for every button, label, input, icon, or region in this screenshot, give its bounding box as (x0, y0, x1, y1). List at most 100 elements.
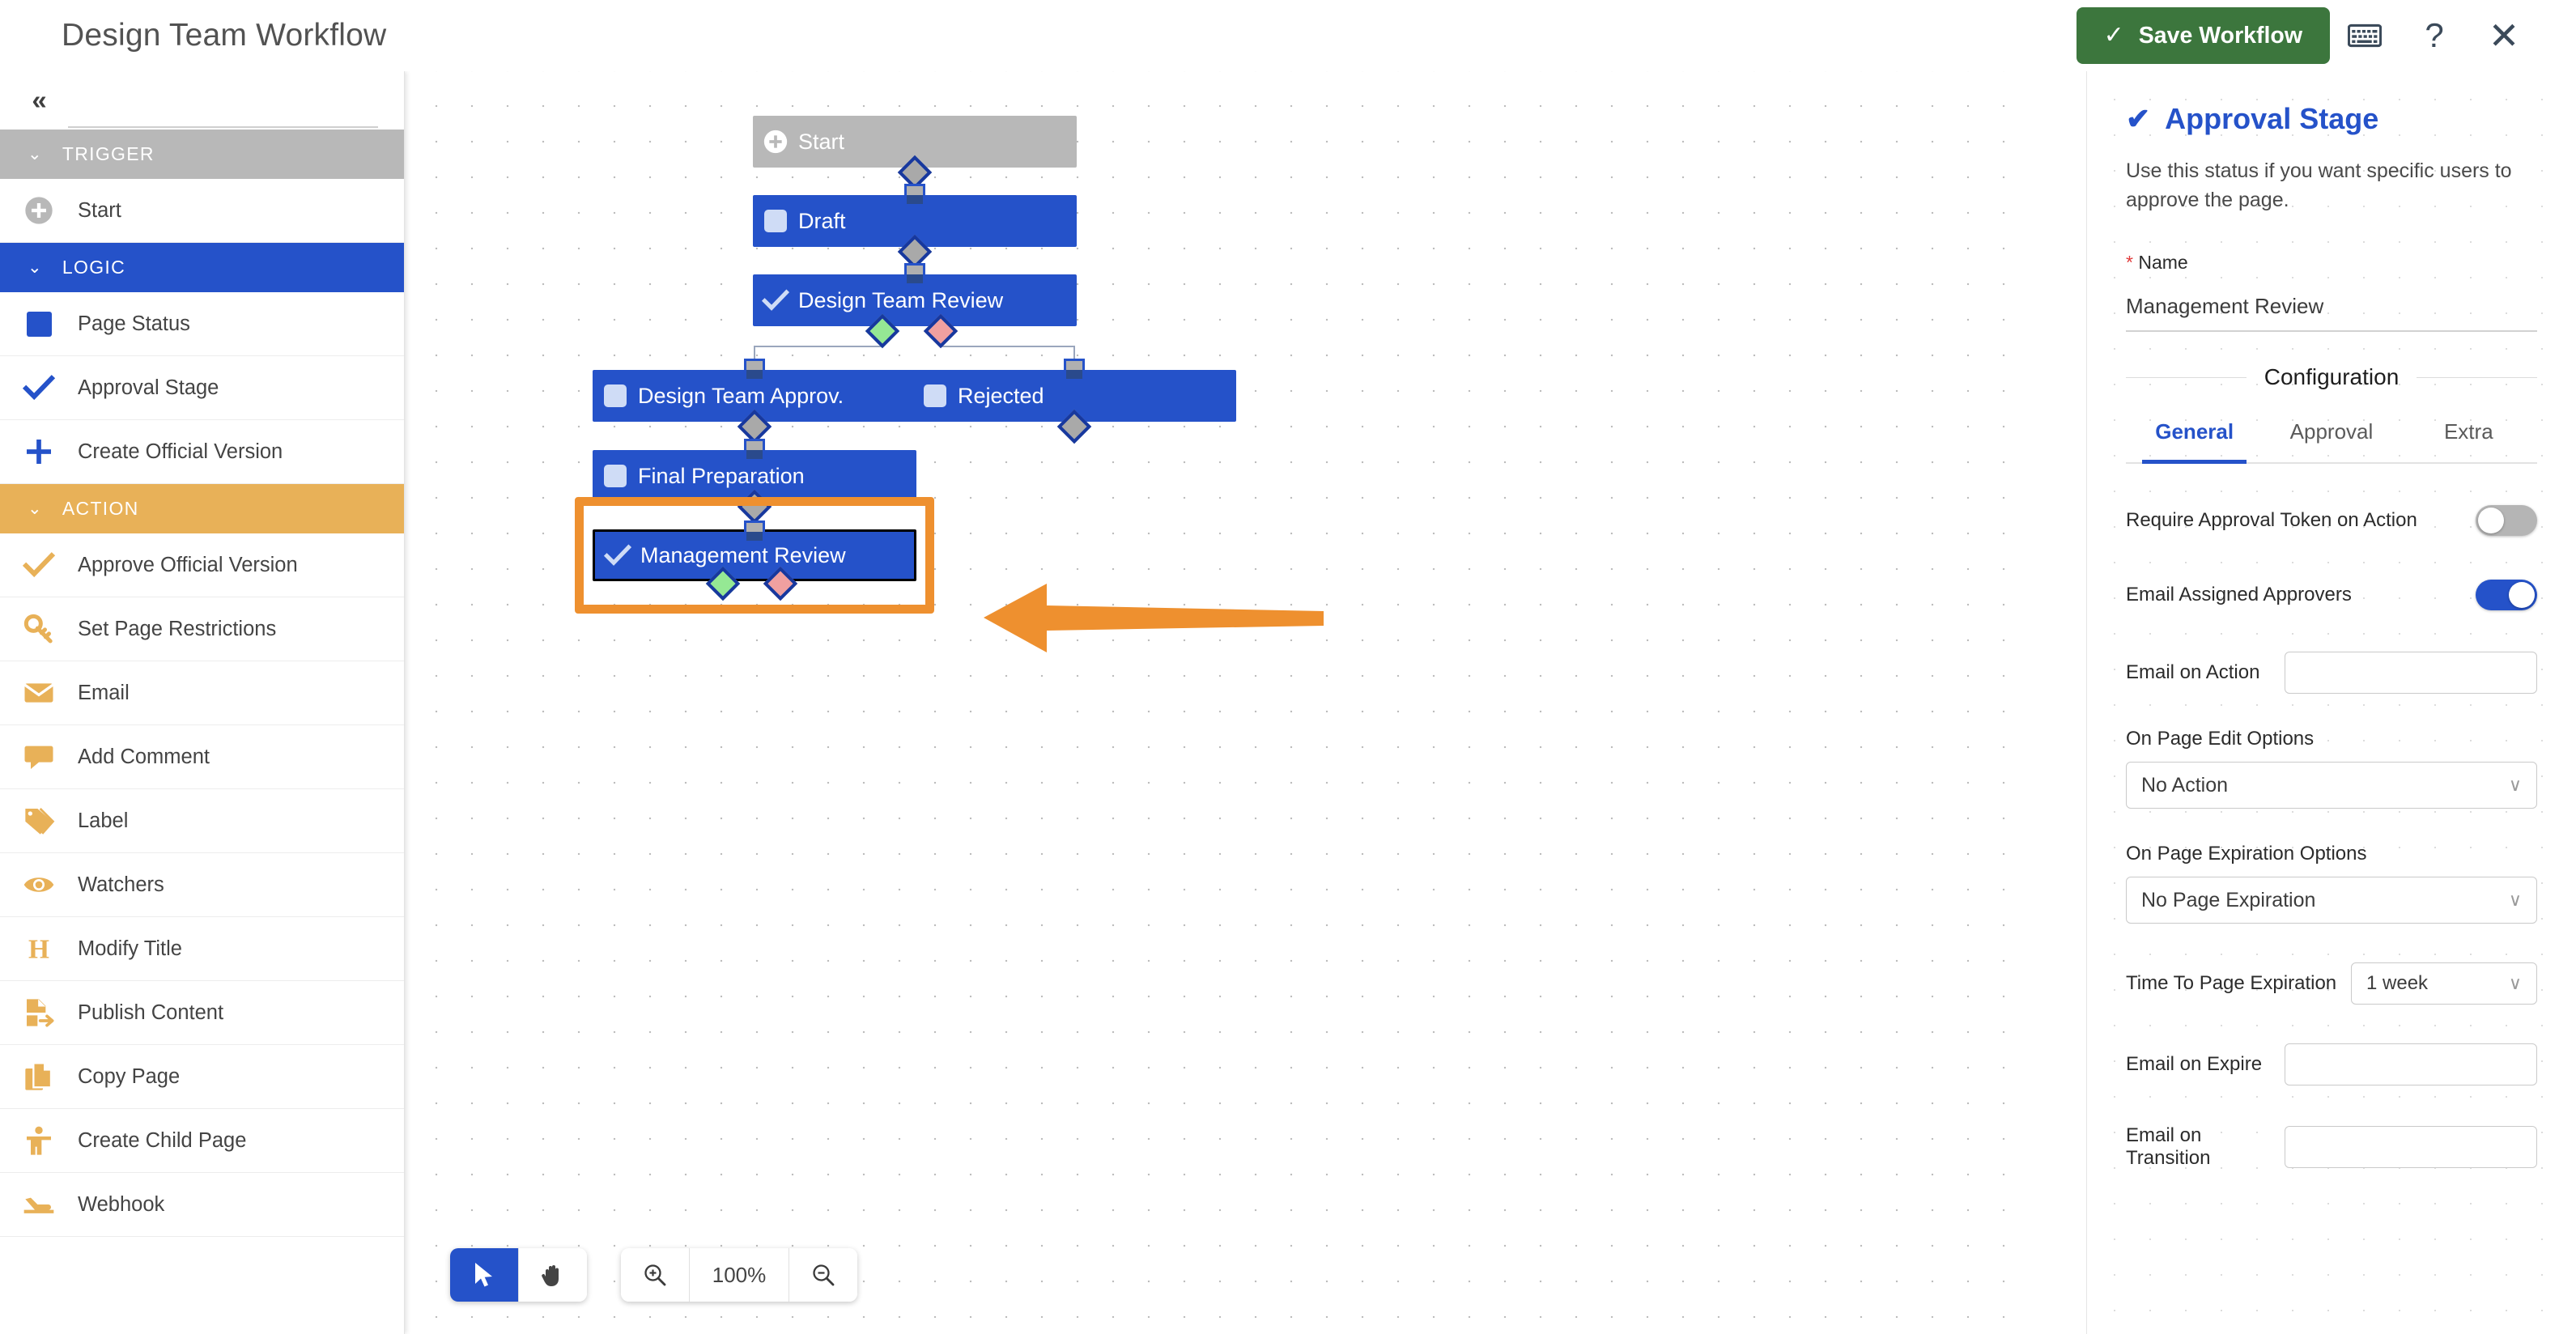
node-input-anchor[interactable] (904, 184, 925, 206)
workflow-node-mgmtrev[interactable]: Management Review (593, 520, 916, 601)
check-icon: ✔ (2126, 102, 2151, 135)
keyboard-shortcuts-button[interactable] (2330, 7, 2400, 64)
node-label: Final Preparation (638, 463, 805, 488)
workflow-node-start[interactable]: Start (753, 116, 1077, 190)
palette-group-logic[interactable]: ⌄LOGIC (0, 243, 404, 292)
email-on-expire-input[interactable] (2285, 1043, 2537, 1085)
on-page-edit-options-label: On Page Edit Options (2126, 728, 2315, 750)
palette-item-label: Approval Stage (78, 376, 219, 399)
top-bar: Design Team Workflow ✓ Save Workflow (0, 0, 2576, 71)
on-page-expiration-options-select[interactable]: No Page Expiration ∨ (2126, 877, 2537, 924)
node-input-anchor[interactable] (744, 359, 765, 381)
palette-item-copy-page[interactable]: Copy Page (0, 1045, 404, 1109)
palette-item-webhook[interactable]: Webhook (0, 1173, 404, 1237)
name-label-text: Name (2138, 252, 2188, 273)
node-input-anchor[interactable] (904, 263, 925, 286)
require-approval-token-toggle[interactable] (2476, 505, 2537, 536)
divider-right (2417, 376, 2537, 378)
workflow-node-dtapprov[interactable]: Design Team Approv. (593, 359, 916, 444)
palette-item-email[interactable]: Email (0, 661, 404, 725)
inspector-title: ✔ Approval Stage (2126, 102, 2537, 136)
pan-tool-button[interactable] (519, 1248, 587, 1302)
help-button[interactable]: ? (2400, 7, 2469, 64)
collapse-sidebar-button[interactable]: « (32, 85, 46, 115)
email-on-transition-input[interactable] (2285, 1126, 2537, 1168)
palette-item-publish-content[interactable]: Publish Content (0, 981, 404, 1045)
palette-group-action[interactable]: ⌄ACTION (0, 484, 404, 533)
palette-item-icon (0, 311, 78, 337)
zoom-level-label[interactable]: 100% (712, 1262, 767, 1287)
node-output-anchor-red[interactable] (763, 566, 797, 601)
close-button[interactable]: ✕ (2469, 7, 2539, 64)
time-to-page-expiration-select[interactable]: 1 week ∨ (2351, 962, 2537, 1005)
email-on-action-input[interactable] (2285, 652, 2537, 694)
configuration-heading: Configuration (2126, 364, 2537, 390)
palette-item-create-official-version[interactable]: Create Official Version (0, 420, 404, 484)
node-output-anchor-green[interactable] (705, 566, 740, 601)
check-icon (762, 289, 789, 311)
email-assigned-approvers-toggle[interactable] (2476, 580, 2537, 610)
workflow-node-dtreview[interactable]: Design Team Review (753, 263, 1077, 349)
palette-search-input[interactable] (68, 83, 378, 128)
zoom-out-button[interactable] (789, 1248, 857, 1302)
topbar-actions: ✓ Save Workflow ? ✕ (2076, 7, 2576, 64)
workflow-node-finalprep[interactable]: Final Preparation (593, 439, 916, 525)
palette-item-label: Page Status (78, 312, 190, 335)
node-input-anchor[interactable] (744, 439, 765, 461)
name-input[interactable] (2126, 282, 2537, 332)
email-on-expire-label: Email on Expire (2126, 1053, 2263, 1075)
node-output-anchor-grey[interactable] (737, 489, 772, 525)
workflow-node-draft[interactable]: Draft (753, 184, 1077, 270)
tab-approval[interactable]: Approval (2289, 419, 2374, 444)
palette-item-start[interactable]: Start (0, 179, 404, 243)
select-tool-button[interactable] (450, 1248, 518, 1302)
publish-icon (27, 999, 54, 1027)
palette-item-icon (0, 996, 78, 1029)
palette-item-page-status[interactable]: Page Status (0, 292, 404, 356)
zoom-in-button[interactable] (621, 1248, 689, 1302)
node-output-anchor-red[interactable] (923, 313, 959, 349)
palette-item-approve-official-version[interactable]: Approve Official Version (0, 533, 404, 597)
email-on-action-label: Email on Action (2126, 661, 2260, 683)
configuration-label: Configuration (2264, 364, 2400, 389)
palette-item-icon (0, 1124, 78, 1157)
toggle-knob (2478, 508, 2504, 533)
node-icon (593, 465, 638, 487)
require-approval-token-label: Require Approval Token on Action (2126, 509, 2417, 531)
hand-icon (542, 1265, 559, 1286)
tab-general[interactable]: General (2126, 419, 2263, 464)
configuration-tabs: General Approval Extra (2126, 419, 2537, 464)
palette-group-trigger[interactable]: ⌄TRIGGER (0, 130, 404, 179)
palette-item-set-page-restrictions[interactable]: Set Page Restrictions (0, 597, 404, 661)
palette-item-label: Set Page Restrictions (78, 617, 277, 640)
node-output-anchor-green[interactable] (865, 313, 900, 349)
inspector-title-text: Approval Stage (2165, 102, 2379, 135)
palette-item-label[interactable]: Label (0, 789, 404, 853)
envelope-icon (23, 683, 54, 703)
palette-item-add-comment[interactable]: Add Comment (0, 725, 404, 789)
email-on-expire-row: Email on Expire (2126, 1043, 2537, 1085)
chevron-down-icon: ∨ (2508, 973, 2522, 993)
comment-icon (24, 746, 53, 769)
palette-group-label: LOGIC (62, 257, 125, 278)
node-input-anchor[interactable] (1064, 359, 1085, 381)
palette-item-label: Watchers (78, 873, 164, 896)
palette-item-label: Start (78, 198, 121, 222)
inspector-description: Use this status if you want specific use… (2126, 159, 2512, 211)
node-input-anchor[interactable] (744, 520, 765, 543)
on-page-edit-options-select[interactable]: No Action ∨ (2126, 762, 2537, 809)
save-workflow-button[interactable]: ✓ Save Workflow (2076, 7, 2330, 64)
question-mark-icon: ? (2425, 16, 2444, 54)
palette-item-create-child-page[interactable]: Create Child Page (0, 1109, 404, 1173)
on-page-expiration-options-value: No Page Expiration (2141, 888, 2316, 911)
workflow-node-rejected[interactable]: Rejected (912, 359, 1236, 444)
palette-item-approval-stage[interactable]: Approval Stage (0, 356, 404, 420)
node-output-anchor-grey[interactable] (1056, 409, 1092, 444)
palette-item-watchers[interactable]: Watchers (0, 853, 404, 917)
palette-item-icon (0, 677, 78, 709)
tab-extra[interactable]: Extra (2443, 419, 2493, 444)
toolbar-divider (689, 1248, 690, 1302)
